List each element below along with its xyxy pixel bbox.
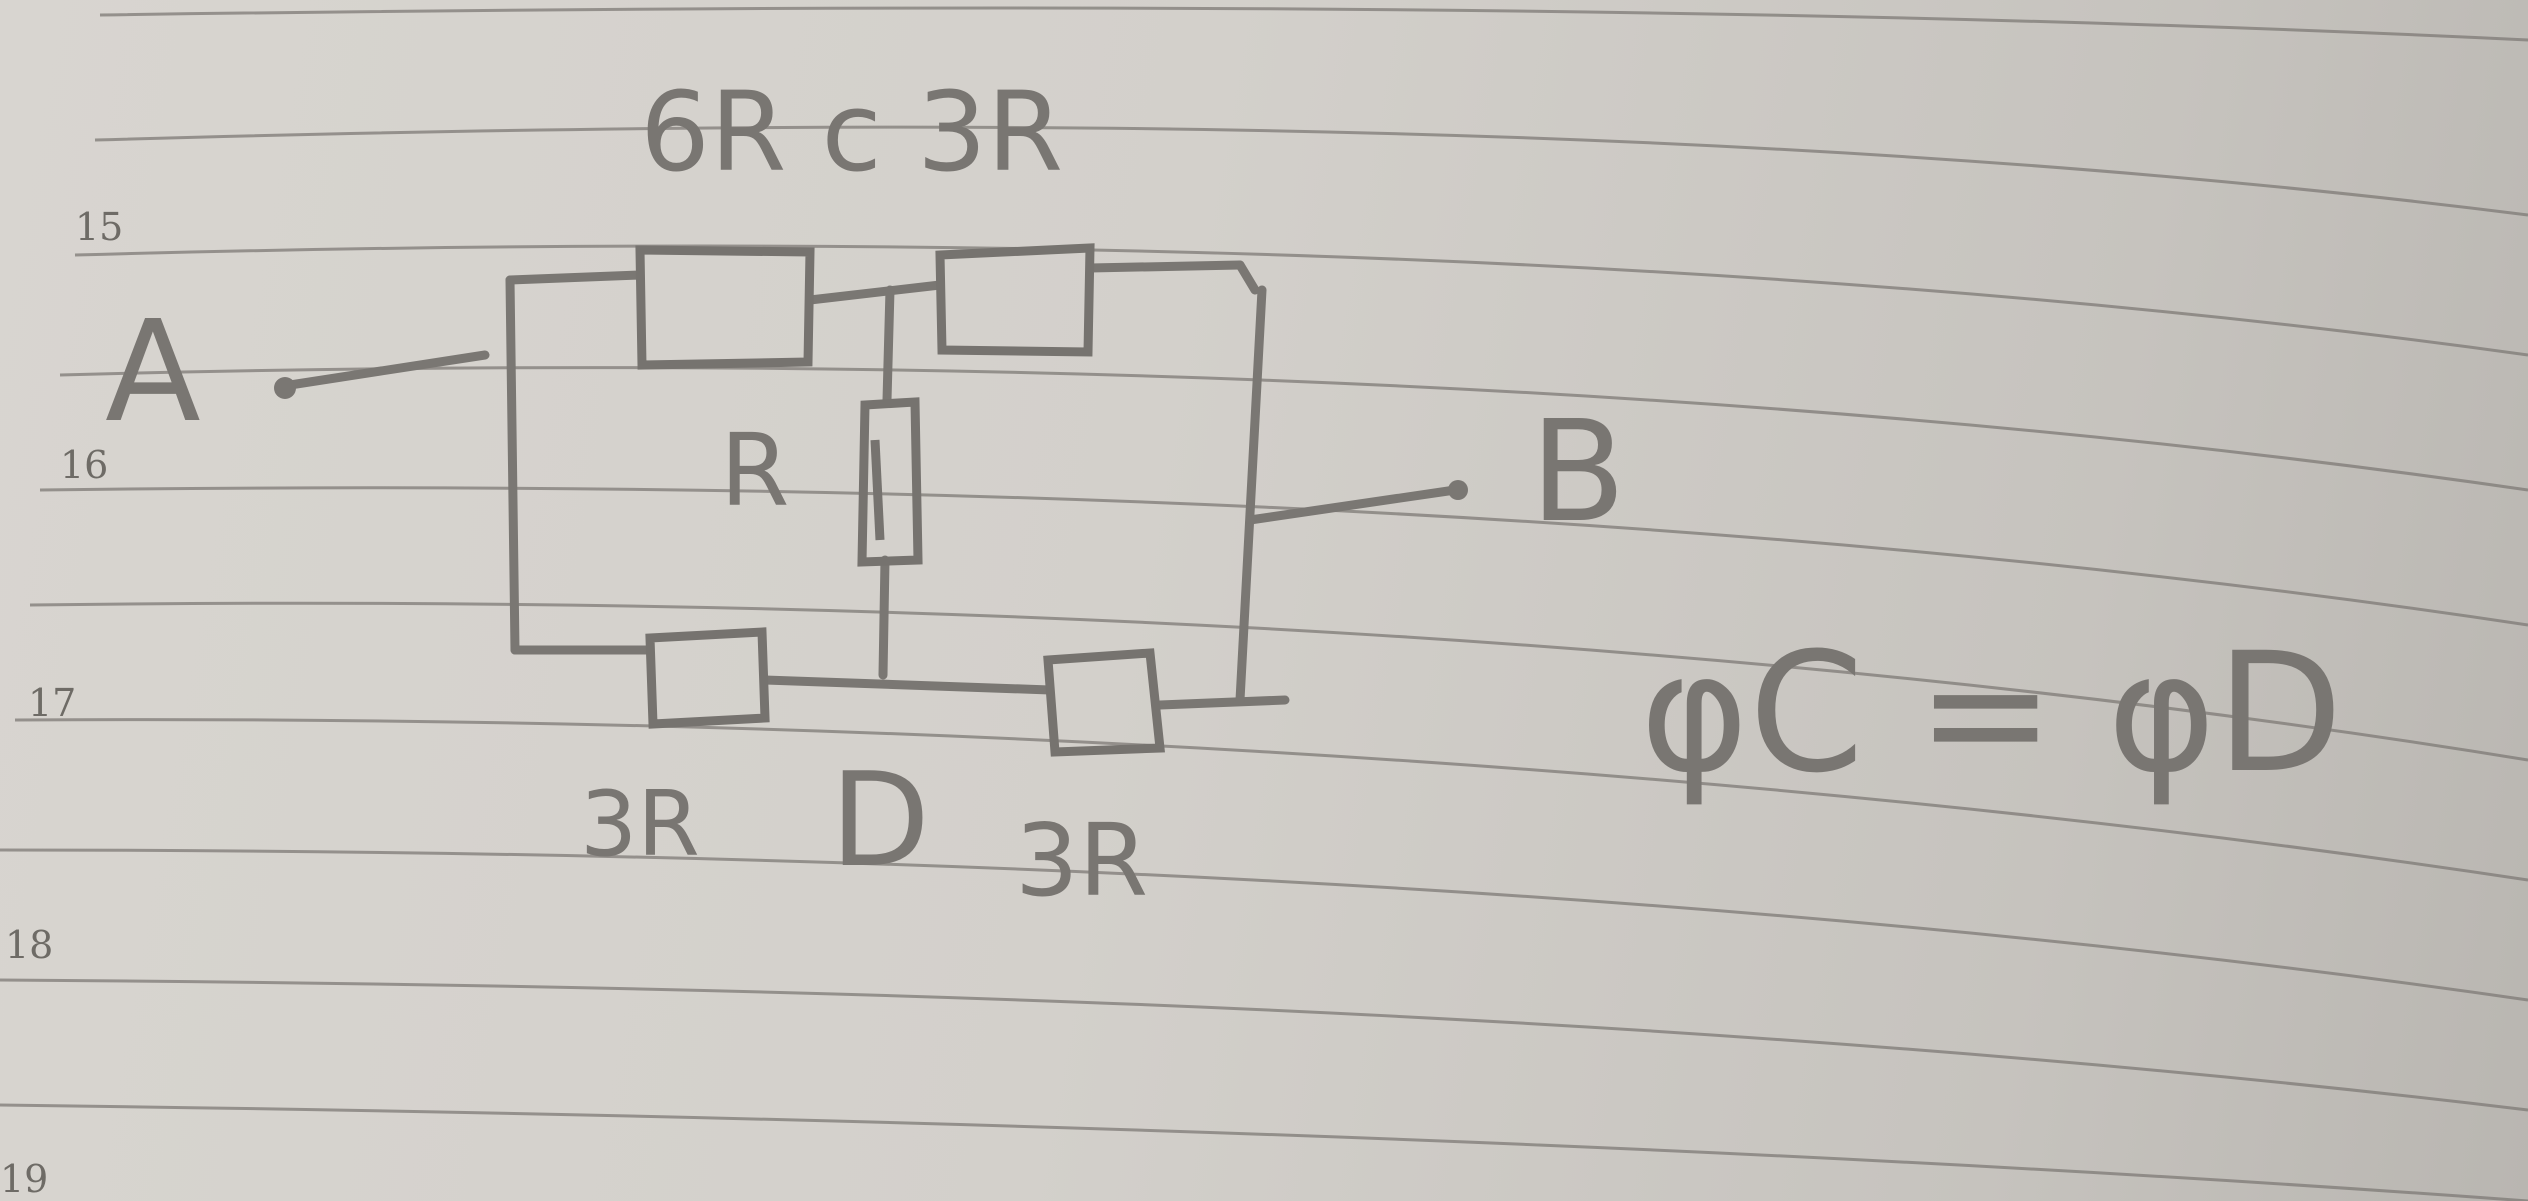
wire-mid-upper (882, 285, 895, 405)
terminal-a-dot (274, 377, 296, 399)
resistor-middle-inner (870, 439, 885, 541)
line-number-17: 17 (28, 681, 76, 725)
node-a-label: A (105, 291, 201, 454)
line-number-16: 16 (60, 443, 108, 487)
wire-bottom-3 (1155, 695, 1290, 710)
label-top: 6R c 3R (640, 68, 1063, 196)
resistor-top-left (635, 245, 815, 370)
wire-top-corner (1235, 260, 1260, 295)
line-number-19: 19 (0, 1157, 48, 1201)
resistor-top-right (935, 243, 1095, 357)
wire-bottom-2 (760, 675, 1055, 695)
wire-left-bus (505, 275, 520, 655)
label-bottom-right: 3R (1015, 802, 1148, 919)
wire-b-lead (1245, 485, 1460, 525)
wire-a-lead (285, 350, 490, 390)
circuit-wires (285, 260, 1460, 710)
line-number-15: 15 (75, 205, 123, 249)
resistors (635, 243, 1165, 757)
terminal-b-dot (1448, 480, 1468, 500)
label-middle: R (720, 412, 789, 529)
wire-mid-lower (878, 555, 890, 680)
wire-top-1 (505, 270, 645, 285)
wire-top-3 (1085, 260, 1245, 273)
label-bottom-left: 3R (580, 772, 700, 877)
node-d-label: D (830, 744, 930, 896)
resistor-bottom-left (645, 627, 770, 729)
equation: φC = φD (1640, 617, 2343, 809)
resistor-bottom-right (1043, 648, 1165, 757)
ruled-lines (0, 6, 2528, 1201)
wire-right-bus (1235, 285, 1267, 705)
wire-top-2 (805, 280, 945, 305)
line-number-18: 18 (5, 923, 53, 967)
resistor-middle (857, 397, 923, 567)
node-b-label: B (1530, 391, 1626, 554)
